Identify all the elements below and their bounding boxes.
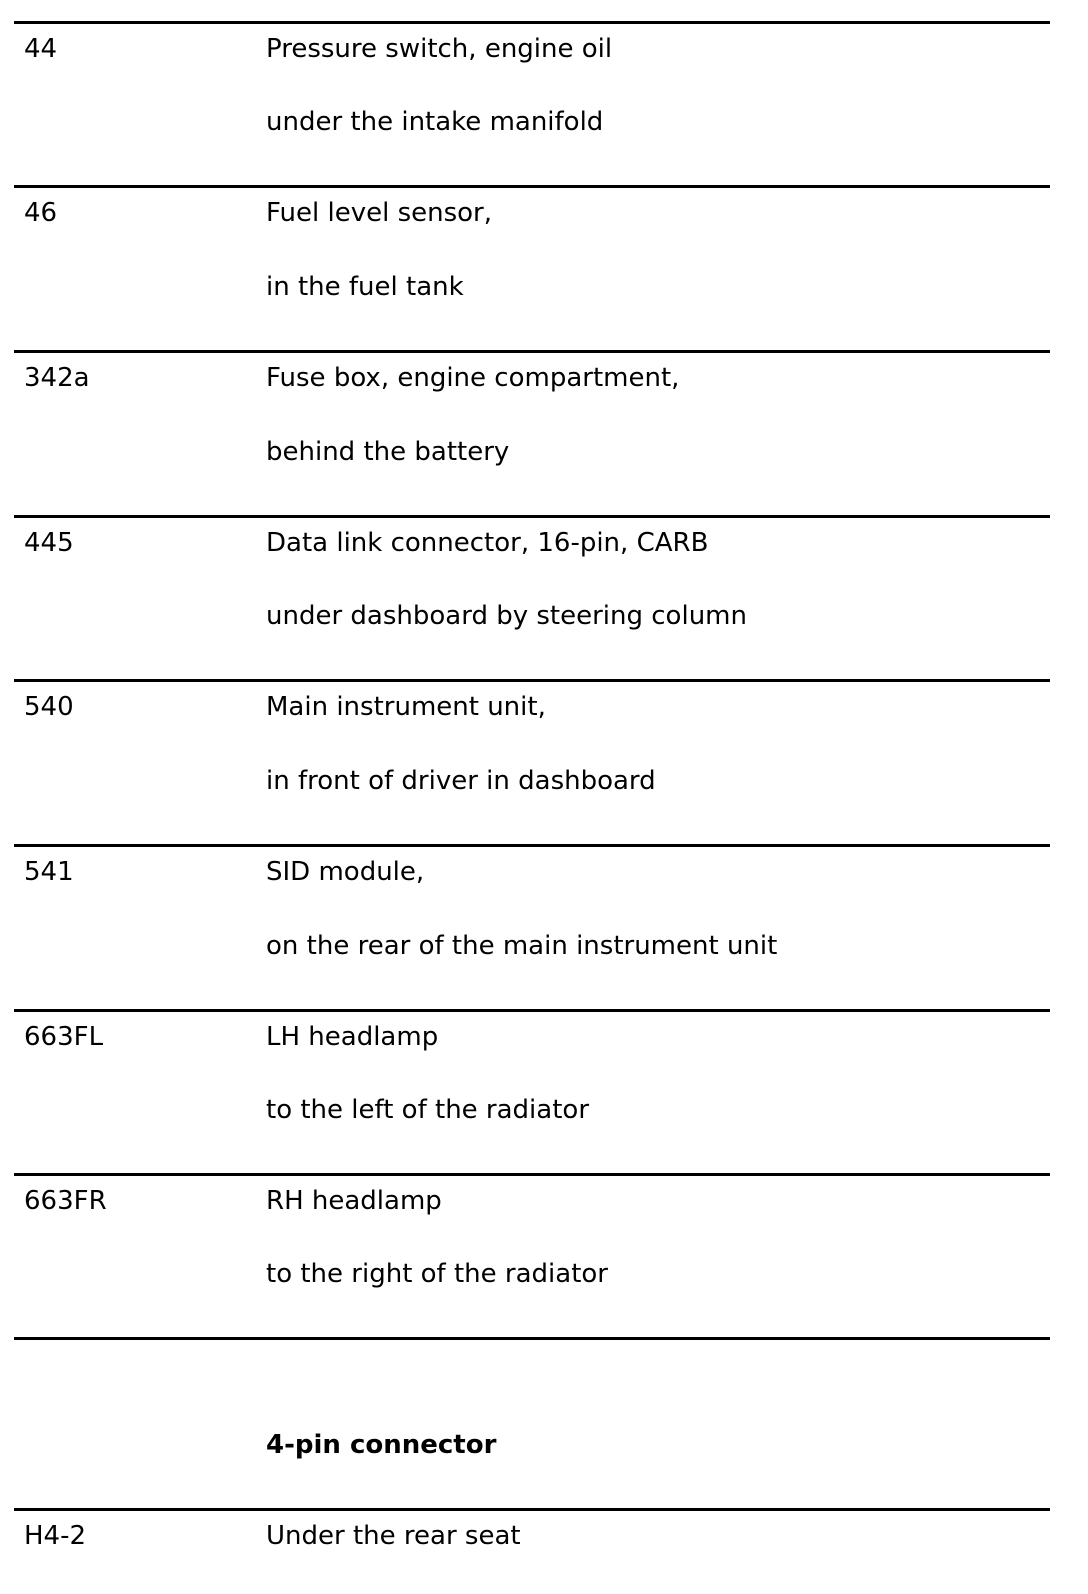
section-heading: 4-pin connector [266, 1430, 497, 1460]
row-divider [14, 1173, 1050, 1176]
row-divider [14, 21, 1050, 24]
component-code: 44 [24, 34, 58, 64]
component-code: 342a [24, 363, 90, 393]
component-description: Data link connector, 16-pin, CARB [266, 528, 709, 558]
component-description: Fuel level sensor, [266, 198, 493, 228]
component-location: on the rear of the main instrument unit [266, 931, 778, 961]
row-divider [14, 350, 1050, 353]
component-code: H4-2 [24, 1521, 87, 1551]
component-location: in front of driver in dashboard [266, 766, 656, 796]
component-code: 540 [24, 692, 74, 722]
row-divider [14, 1009, 1050, 1012]
row-divider [14, 1337, 1050, 1340]
row-divider [14, 1508, 1050, 1511]
component-location: under dashboard by steering column [266, 601, 747, 631]
component-description: Pressure switch, engine oil [266, 34, 613, 64]
component-description: RH headlamp [266, 1186, 442, 1216]
component-location: behind the battery [266, 437, 510, 467]
component-code: 46 [24, 198, 58, 228]
component-location: in the fuel tank [266, 272, 464, 302]
component-description: Main instrument unit, [266, 692, 546, 722]
row-divider [14, 185, 1050, 188]
row-divider [14, 515, 1050, 518]
component-location: to the left of the radiator [266, 1095, 590, 1125]
row-divider [14, 844, 1050, 847]
component-location: under the intake manifold [266, 107, 604, 137]
component-code: 541 [24, 857, 74, 887]
component-code: 445 [24, 528, 74, 558]
component-code: 663FR [24, 1186, 107, 1216]
component-location: to the right of the radiator [266, 1259, 608, 1289]
row-divider [14, 679, 1050, 682]
component-description: LH headlamp [266, 1022, 439, 1052]
component-description: Under the rear seat [266, 1521, 521, 1551]
component-description: SID module, [266, 857, 425, 887]
component-description: Fuse box, engine compartment, [266, 363, 680, 393]
component-code: 663FL [24, 1022, 104, 1052]
